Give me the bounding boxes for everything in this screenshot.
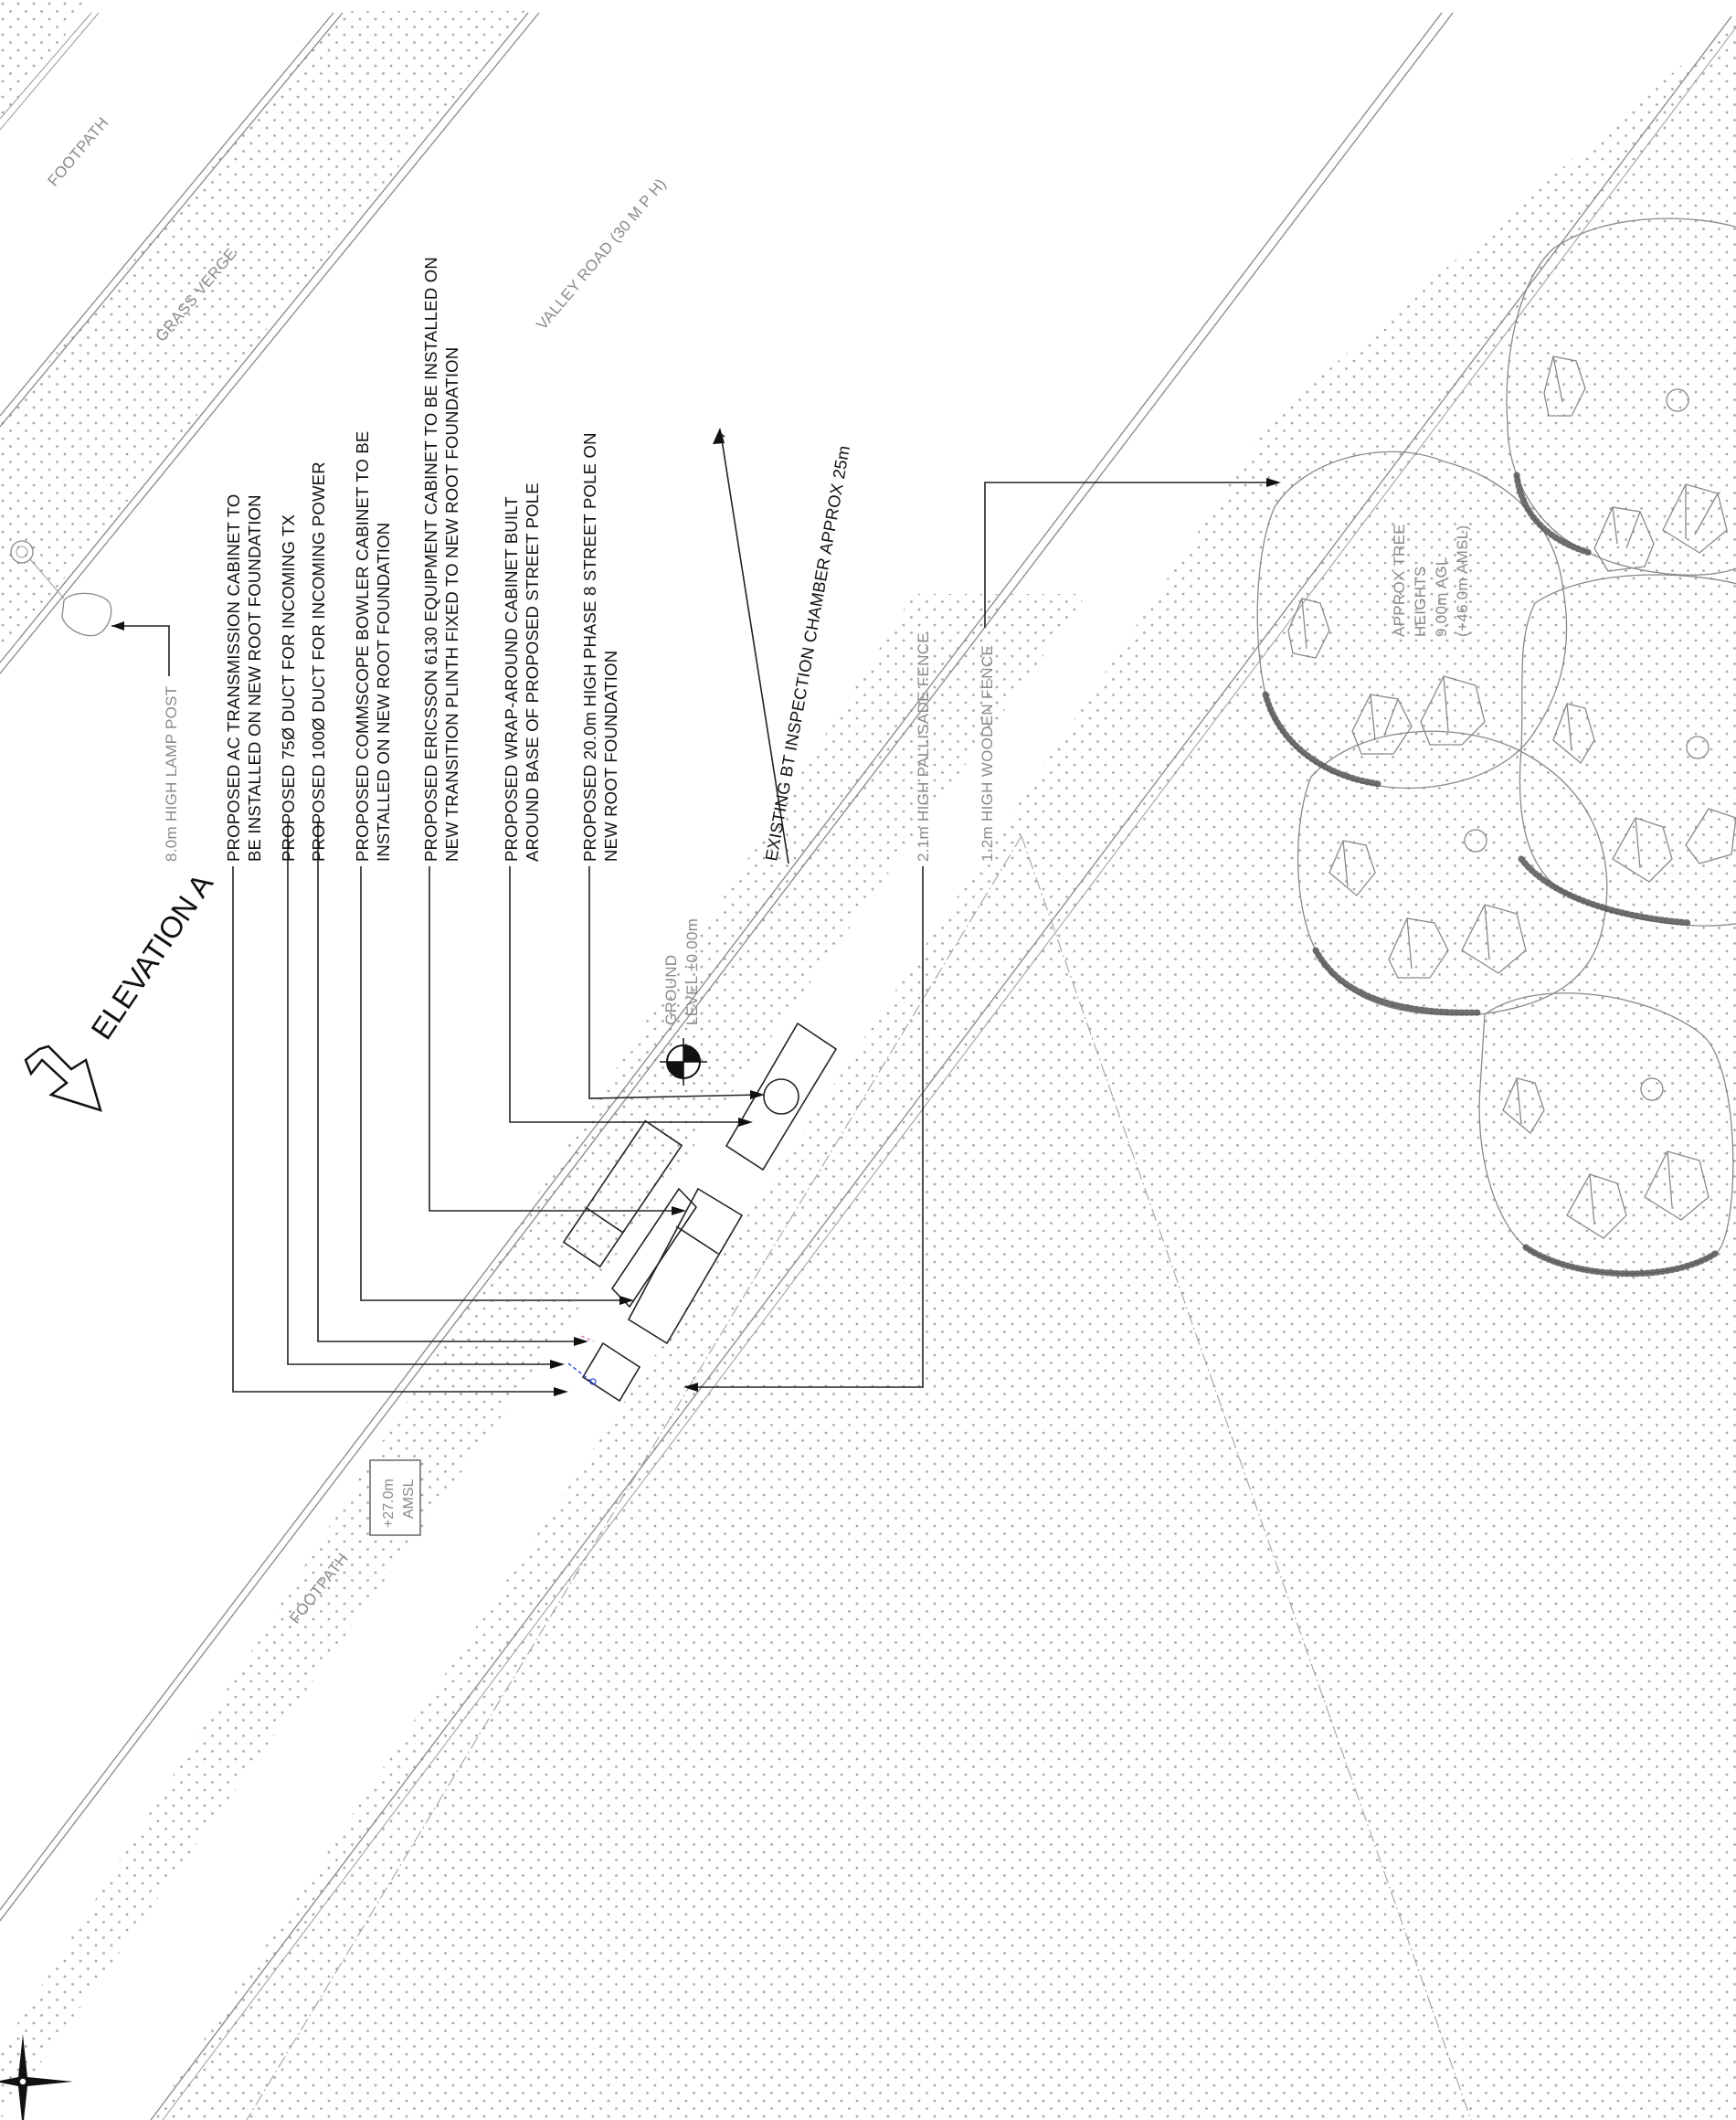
ericsson-equipment-cabinet	[627, 1187, 744, 1345]
callout-street-pole-line-1: PROPOSED 20.0m HIGH PHASE 8 STREET POLE …	[580, 432, 599, 862]
callout-wrap-around-line-1: PROPOSED WRAP-AROUND CABINET BUILT	[502, 496, 521, 862]
callout-ericsson-line-2: NEW TRANSITION PLINTH FIXED TO NEW ROOT …	[442, 347, 461, 862]
callout-labels: PROPOSED AC TRANSMISSION CABINET TO BE I…	[224, 257, 620, 862]
tree-group	[1256, 217, 1736, 1277]
ac-transmission-cabinet	[581, 1341, 641, 1403]
lamp-post	[10, 540, 112, 637]
site-hatch	[151, 18, 1736, 2120]
callout-wrap-around-line-2: AROUND BASE OF PROPOSED STREET POLE	[523, 482, 542, 862]
valley-road-label: VALLEY ROAD (30 M P H)	[534, 175, 670, 334]
boundary-lines	[0, 12, 1736, 2120]
lamp-post-label: 8.0m HIGH LAMP POST	[163, 686, 180, 862]
transition-plinth	[610, 1187, 698, 1309]
callout-ac-cabinet-line-1: PROPOSED AC TRANSMISSION CABINET TO	[224, 494, 243, 862]
tree-heights-label-3: 9.00m AGL	[1433, 556, 1450, 637]
callout-commscope-line-2: INSTALLED ON NEW ROOT FOUNDATION	[374, 523, 393, 862]
elevation-view-arrow-icon	[24, 1044, 102, 1112]
amsl-label-1: +27.0m	[381, 1479, 397, 1528]
callout-ericsson-line-1: PROPOSED ERICSSON 6130 EQUIPMENT CABINET…	[421, 257, 440, 862]
callout-commscope-line-1: PROPOSED COMMSCOPE BOWLER CABINET TO BE	[353, 431, 372, 862]
footpath-top-hatch	[0, 0, 91, 123]
amsl-box	[369, 1459, 421, 1536]
footpath-bottom-hatch	[0, 594, 1087, 2120]
callout-duct-75: PROPOSED 75Ø DUCT FOR INCOMING TX	[279, 514, 298, 862]
elevation-label: ELEVATION A	[84, 867, 219, 1045]
tree-heights-label-1: APPROX TREE	[1391, 524, 1408, 637]
callout-duct-100: PROPOSED 100Ø DUCT FOR INCOMING POWER	[309, 461, 328, 862]
ground-level-label-1: GROUND	[662, 955, 680, 1025]
footpath-top-label: FOOTPATH	[45, 114, 112, 190]
tree-heights-label-4: (+46.0m AMSL)	[1454, 525, 1471, 637]
wooden-fence-label: 1.2m HIGH WOODEN FENCE	[979, 645, 996, 862]
leader-lines	[111, 428, 1281, 1396]
callout-street-pole-line-2: NEW ROOT FOUNDATION	[601, 651, 620, 862]
street-pole-base	[725, 1022, 838, 1171]
tree-heights-label-2: HEIGHTS	[1412, 566, 1429, 637]
proposed-equipment	[562, 1022, 838, 1403]
street-pole	[763, 1078, 799, 1115]
palisade-fence-label: 2.1m HIGH PALLISADE FENCE	[915, 632, 932, 862]
callout-ac-cabinet-line-2: BE INSTALLED ON NEW ROOT FOUNDATION	[245, 494, 264, 862]
ground-level-label-2: LEVEL ±0.00m	[683, 918, 701, 1025]
ground-level-marker	[660, 1038, 707, 1086]
amsl-label-2: AMSL	[401, 1479, 417, 1519]
wooden-fence-line	[246, 835, 1022, 2120]
compass-rose-icon	[0, 2034, 73, 2120]
ericsson-cabinet	[562, 1119, 683, 1268]
grass-verge-hatch	[0, 11, 525, 658]
